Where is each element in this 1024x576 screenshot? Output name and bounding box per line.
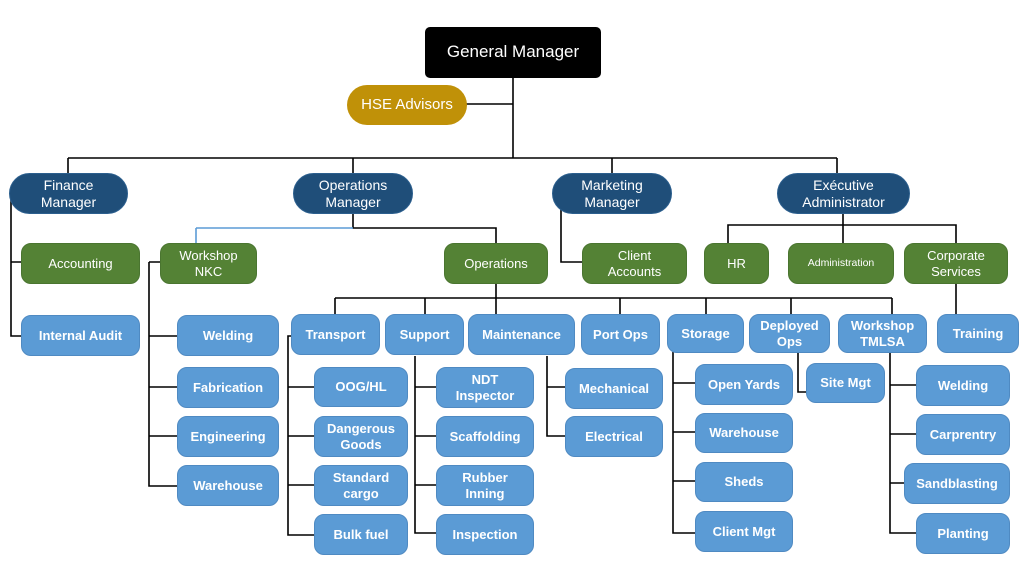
- general-manager-node[interactable]: General Manager: [425, 27, 601, 78]
- tmlsa-planting-node[interactable]: Planting: [916, 513, 1010, 554]
- nkc-warehouse-node[interactable]: Warehouse: [177, 465, 279, 506]
- open-yards-node[interactable]: Open Yards: [695, 364, 793, 405]
- transport-node[interactable]: Transport: [291, 314, 380, 355]
- client-accounts-node[interactable]: Client Accounts: [582, 243, 687, 284]
- connector-deployed-ops-child: [797, 352, 806, 393]
- connector-support-children: [414, 356, 436, 534]
- connector-operations-bus: [334, 284, 893, 314]
- maintenance-node[interactable]: Maintenance: [468, 314, 575, 355]
- operations-manager-node[interactable]: Operations Manager: [293, 173, 413, 214]
- connector-transport-children: [287, 335, 314, 536]
- nkc-welding-node[interactable]: Welding: [177, 315, 279, 356]
- marketing-manager-node[interactable]: Marketing Manager: [552, 173, 672, 214]
- training-node[interactable]: Training: [937, 314, 1019, 353]
- connector-tmlsa-children: [889, 352, 916, 534]
- standard-cargo-node[interactable]: Standard cargo: [314, 465, 408, 506]
- administration-node[interactable]: Administration: [788, 243, 894, 284]
- support-node[interactable]: Support: [385, 314, 464, 355]
- bulk-fuel-node[interactable]: Bulk fuel: [314, 514, 408, 555]
- scaffolding-node[interactable]: Scaffolding: [436, 416, 534, 457]
- hr-node[interactable]: HR: [704, 243, 769, 284]
- port-ops-node[interactable]: Port Ops: [581, 314, 660, 355]
- sheds-node[interactable]: Sheds: [695, 462, 793, 502]
- mechanical-node[interactable]: Mechanical: [565, 368, 663, 409]
- site-mgt-node[interactable]: Site Mgt: [806, 363, 885, 403]
- inspection-node[interactable]: Inspection: [436, 514, 534, 555]
- finance-manager-node[interactable]: Finance Manager: [9, 173, 128, 214]
- storage-warehouse-node[interactable]: Warehouse: [695, 413, 793, 453]
- connector-storage-children: [672, 352, 695, 534]
- connector-nkc-children: [148, 261, 177, 487]
- tmlsa-welding-node[interactable]: Welding: [916, 365, 1010, 406]
- nkc-fabrication-node[interactable]: Fabrication: [177, 367, 279, 408]
- connector-exec-bus: [727, 214, 957, 243]
- workshop-nkc-node[interactable]: Workshop NKC: [160, 243, 257, 284]
- workshop-tmlsa-node[interactable]: Workshop TMLSA: [838, 314, 927, 353]
- corporate-services-node[interactable]: Corporate Services: [904, 243, 1008, 284]
- executive-administrator-node[interactable]: Exécutive Administrator: [777, 173, 910, 214]
- storage-node[interactable]: Storage: [667, 314, 744, 353]
- deployed-ops-node[interactable]: Deployed Ops: [749, 314, 830, 353]
- rubber-inning-node[interactable]: Rubber Inning: [436, 465, 534, 506]
- connector-finance-children: [10, 195, 22, 337]
- tmlsa-carprentry-node[interactable]: Carprentry: [916, 414, 1010, 455]
- dangerous-goods-node[interactable]: Dangerous Goods: [314, 416, 408, 457]
- connector-maintenance-children: [546, 356, 565, 437]
- operations-dept-node[interactable]: Operations: [444, 243, 548, 284]
- accounting-node[interactable]: Accounting: [21, 243, 140, 284]
- electrical-node[interactable]: Electrical: [565, 416, 663, 457]
- hse-advisors-node[interactable]: HSE Advisors: [347, 85, 467, 125]
- internal-audit-node[interactable]: Internal Audit: [21, 315, 140, 356]
- client-mgt-node[interactable]: Client Mgt: [695, 511, 793, 552]
- connector-marketing-child: [560, 195, 582, 263]
- oog-hl-node[interactable]: OOG/HL: [314, 367, 408, 407]
- tmlsa-sandblasting-node[interactable]: Sandblasting: [904, 463, 1010, 504]
- ndt-inspector-node[interactable]: NDT Inspector: [436, 367, 534, 408]
- nkc-engineering-node[interactable]: Engineering: [177, 416, 279, 457]
- connector-opsmgr-bus: [352, 214, 497, 243]
